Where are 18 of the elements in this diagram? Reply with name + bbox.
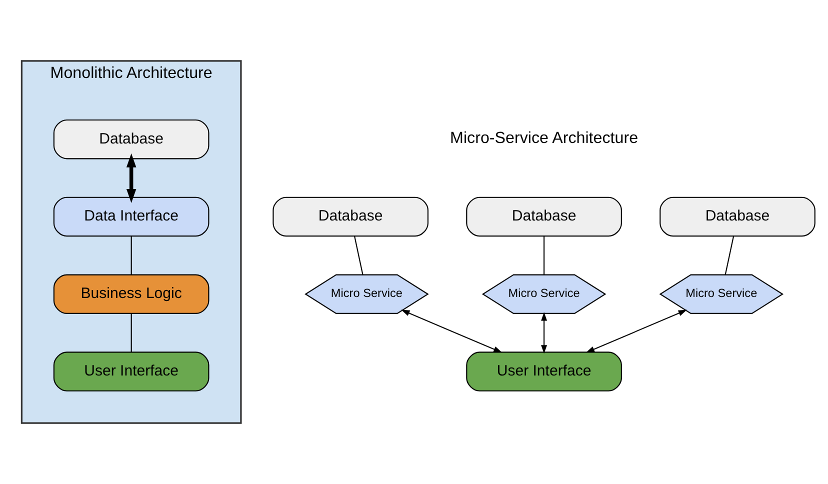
connector	[544, 236, 545, 275]
arrow	[401, 310, 502, 353]
node-box: User Interface	[53, 352, 210, 392]
connector	[724, 236, 734, 275]
arrow	[541, 312, 548, 354]
node-box: Database	[660, 196, 816, 237]
arrow	[126, 153, 136, 203]
node-box: Database	[466, 196, 622, 237]
connector	[130, 236, 132, 275]
node-box: Database	[53, 119, 210, 160]
node-box: Database	[272, 196, 428, 237]
node-box: Data Interface	[53, 196, 210, 237]
node-box: User Interface	[466, 352, 622, 392]
node-box: Business Logic	[53, 274, 210, 314]
connector	[354, 236, 364, 275]
label: Micro-Service Architecture	[450, 129, 638, 148]
arrow	[586, 310, 687, 353]
connector	[130, 314, 132, 352]
